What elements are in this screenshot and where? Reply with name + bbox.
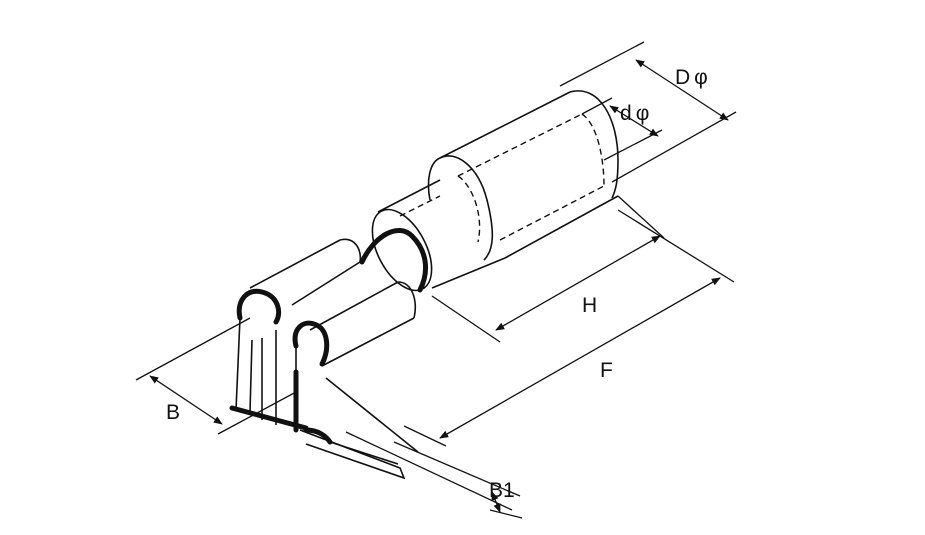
dim-B1: B1 [345,431,523,519]
dim-F: F [403,209,735,447]
receptacle-body [229,228,429,480]
label-B1: B1 [489,479,515,502]
dim-B: B [135,317,297,435]
label-F: F [600,359,613,382]
label-H: H [582,294,597,317]
insulation-sleeve [371,90,619,292]
dim-H: H [431,195,665,343]
label-B: B [166,401,180,424]
hidden-lines [399,113,605,243]
